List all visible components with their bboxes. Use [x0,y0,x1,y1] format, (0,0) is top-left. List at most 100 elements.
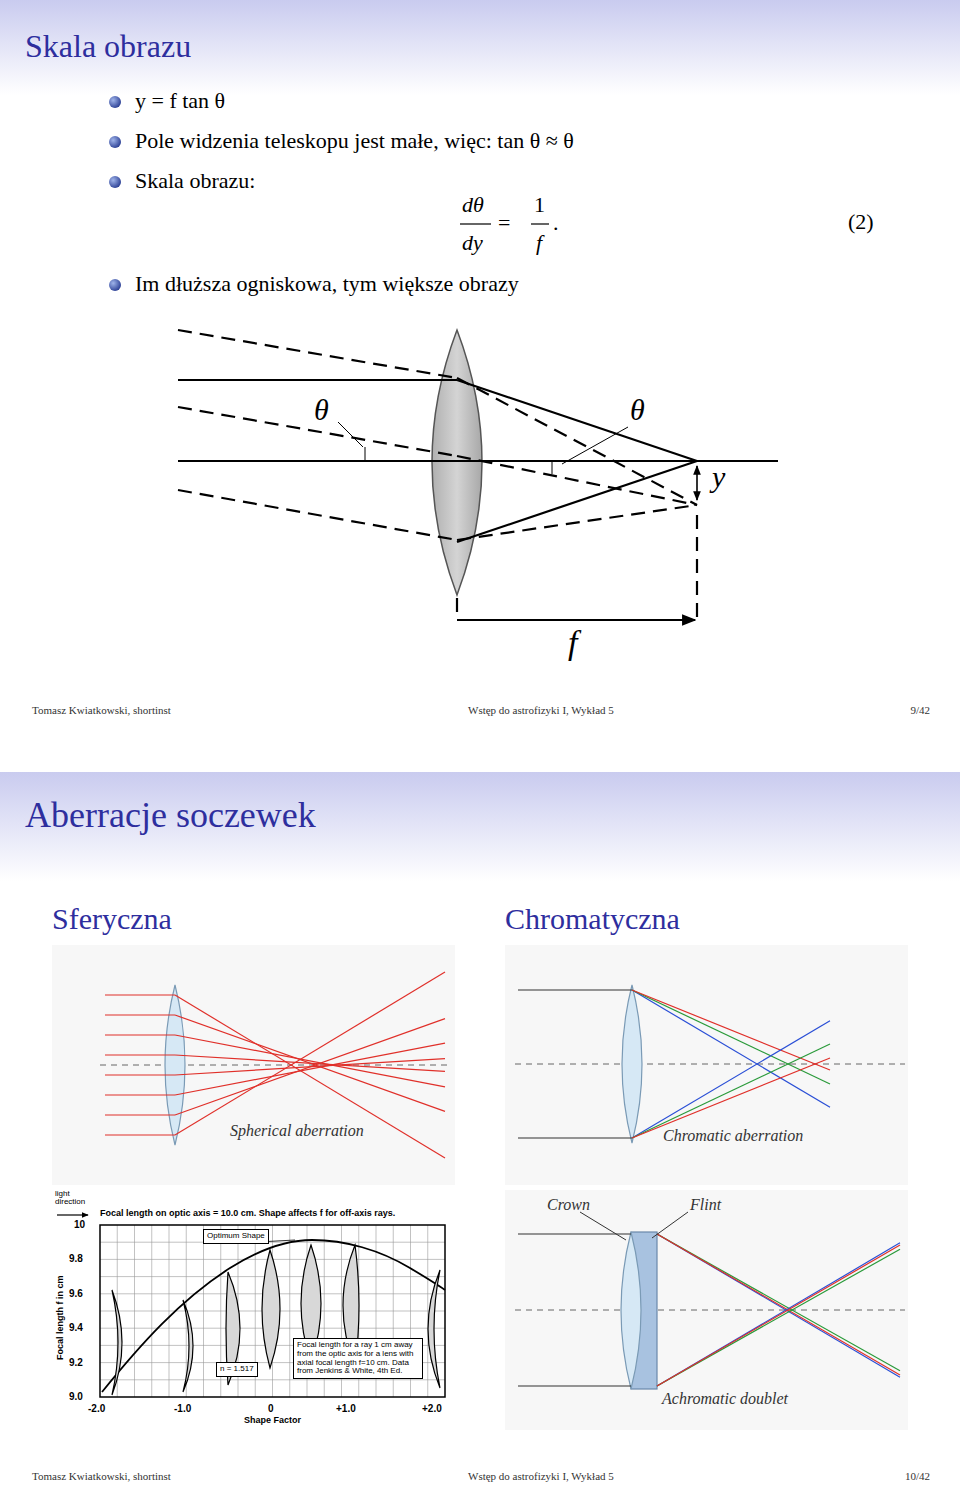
optic-axis [100,1065,450,1066]
image-panel [505,1190,908,1430]
chart-title: Focal length on optic axis = 10.0 cm. Sh… [100,1209,395,1219]
ray [105,1134,175,1135]
drawing-part [456,598,458,620]
equation-symbol: (2) [848,210,874,234]
drawing-part [112,1245,440,1395]
rays [518,1234,900,1386]
ray [457,461,697,542]
equation-symbol: dy [462,231,483,255]
figure-caption: Crown [547,1196,590,1214]
ray [105,994,175,995]
ray [105,1074,175,1075]
footer-text: Tomasz Kwiatkowski, shortinst [32,704,171,716]
figure-caption: Flint [690,1196,721,1214]
drawing-part [57,1214,88,1215]
lens [622,985,642,1143]
ray [632,1044,830,1138]
ray [518,1385,631,1386]
optic-axis [515,1310,905,1311]
tick-label: +2.0 [422,1403,442,1414]
ray [105,1114,175,1115]
drawing-part [457,456,697,505]
ray [518,1137,632,1138]
drawing-part [100,1225,445,1397]
footer-text: Wstęp do astrofizyki I, Wykład 5 [468,1470,614,1482]
angle-mark [552,462,553,474]
ray [457,380,697,461]
lens-shape [112,1290,122,1395]
lens-shape [183,1300,193,1392]
ray [105,1094,175,1095]
fraction-bar [531,223,549,224]
ray [518,1233,631,1234]
tick-label: 9.0 [69,1391,83,1402]
drawing-part [100,1225,445,1397]
footer-text: 9/42 [910,704,930,716]
figure-caption: Chromatic aberration [663,1127,803,1145]
image-panel [505,945,908,1185]
drawing-part [102,1240,445,1392]
angle-mark [365,447,366,460]
tick-label: 10 [74,1219,85,1230]
ray [105,1034,175,1035]
bullet-text: y = f tan θ [135,89,225,113]
ray [175,1043,445,1095]
equation-symbol: = [498,211,510,235]
note-box: n = 1.517 [216,1362,258,1377]
figure-caption: Spherical aberration [230,1122,364,1140]
equation-symbol: dθ [462,193,484,217]
ray [105,1014,175,1015]
lens-shape [262,1250,280,1368]
note-text: Focal length for a ray 1 cm away from th… [297,1341,419,1376]
crown-lens [621,1232,641,1389]
tick-label: 9.2 [69,1357,83,1368]
leader-line [652,1212,688,1238]
drawing-part [696,515,698,620]
ray [175,1015,445,1111]
ray [632,1058,830,1138]
y-arrow [696,466,698,500]
bullet-text: Pole widzenia teleskopu jest małe, więc:… [135,129,574,153]
bullet [109,279,121,291]
drawing-part [178,490,457,540]
ray [657,1234,900,1377]
leader-line [562,427,628,464]
tick-label: 0 [268,1403,274,1414]
focal-arrow [457,619,695,621]
header-band [0,772,960,882]
axis-note: light direction [55,1190,95,1207]
symbol-label: θ [630,393,645,426]
bullet-text: Skala obrazu: [135,169,255,193]
lens [165,985,185,1145]
ray [657,1245,900,1386]
section-heading: Chromatyczna [505,902,680,935]
ray [178,379,457,381]
slide-title: Aberracje soczewek [25,796,316,836]
ray [657,1243,900,1386]
grid-line [100,1379,445,1380]
fraction-bar [460,223,491,224]
symbol-label: y [712,460,725,493]
header-band [0,0,960,95]
ray [518,989,632,990]
rays [518,990,830,1138]
ray [175,972,445,1135]
leader-line [338,422,363,447]
drawing-part [457,505,697,540]
leader-line [580,1212,626,1240]
symbol-label: f [568,624,577,661]
bullet [109,176,121,188]
chart [57,1215,445,1397]
image-panel [52,945,455,1185]
symbol-label: θ [314,393,329,426]
lens [432,330,482,595]
section-heading: Sferyczna [52,902,172,935]
equation-symbol: 1 [534,193,545,217]
note-box: Focal length for a ray 1 cm away from th… [293,1338,423,1379]
axis-title: Focal length f in cm [56,1275,66,1360]
bullet [109,136,121,148]
equation-symbol: f [536,231,542,255]
optic-axis [178,460,778,462]
equation-symbol: . [553,211,559,235]
